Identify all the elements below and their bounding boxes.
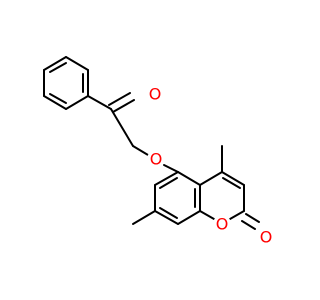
atom-label-ketone-o: O	[149, 85, 162, 104]
bond-lactone-double-b	[241, 220, 256, 230]
phenacyl-chain	[87, 92, 149, 156]
bond-c8-c7	[154, 210, 179, 225]
bond-c6-c5	[154, 171, 179, 186]
atom-lactone-carbonyl-o: O	[257, 228, 275, 247]
bond-c4-c3-inner	[222, 177, 241, 189]
bond-c7-methyl	[132, 210, 156, 225]
atom-label-ether-o: O	[150, 150, 163, 169]
bond-ether-o-c5	[163, 164, 179, 173]
bond-phenyl-1-inner	[49, 62, 67, 73]
chemical-structure-drawing: O O O O	[43, 56, 275, 247]
bond-carbonyl-ch2	[110, 108, 134, 147]
bond-phenyl-5	[43, 95, 67, 110]
bond-c8-c7-inner	[159, 207, 178, 219]
atom-ether-o: O	[147, 150, 165, 169]
bond-c4-c3	[221, 171, 245, 186]
bond-phenyl-2	[65, 56, 89, 71]
bond-c8a-c8	[177, 210, 201, 225]
bond-ch2-ether-o	[132, 145, 149, 156]
bond-ketone-double-b	[112, 99, 135, 113]
bond-phenyl-carbonyl	[87, 95, 112, 110]
bond-ring-o-c8a	[199, 210, 215, 220]
atom-label-ring-o: O	[216, 215, 229, 234]
bond-phenyl-5-inner	[49, 93, 67, 104]
phenyl-ring	[43, 56, 89, 110]
coumarin-benzo-ring	[154, 171, 201, 225]
bond-ketone-double-a	[108, 92, 131, 106]
bond-c6-c5-inner	[159, 177, 178, 189]
atom-ring-o: O	[213, 215, 231, 234]
bond-phenyl-4	[65, 95, 89, 110]
bond-lactone-double-a	[245, 213, 260, 223]
atom-ketone-o: O	[146, 85, 164, 104]
bond-c5-c4a	[177, 171, 201, 186]
bond-c2-ring-o	[229, 210, 245, 220]
atom-label-lactone-carbonyl-o: O	[260, 228, 273, 247]
bond-phenyl-1	[43, 56, 67, 71]
bond-c4a-c4	[199, 171, 223, 186]
coumarin-pyranone-ring	[199, 171, 245, 220]
